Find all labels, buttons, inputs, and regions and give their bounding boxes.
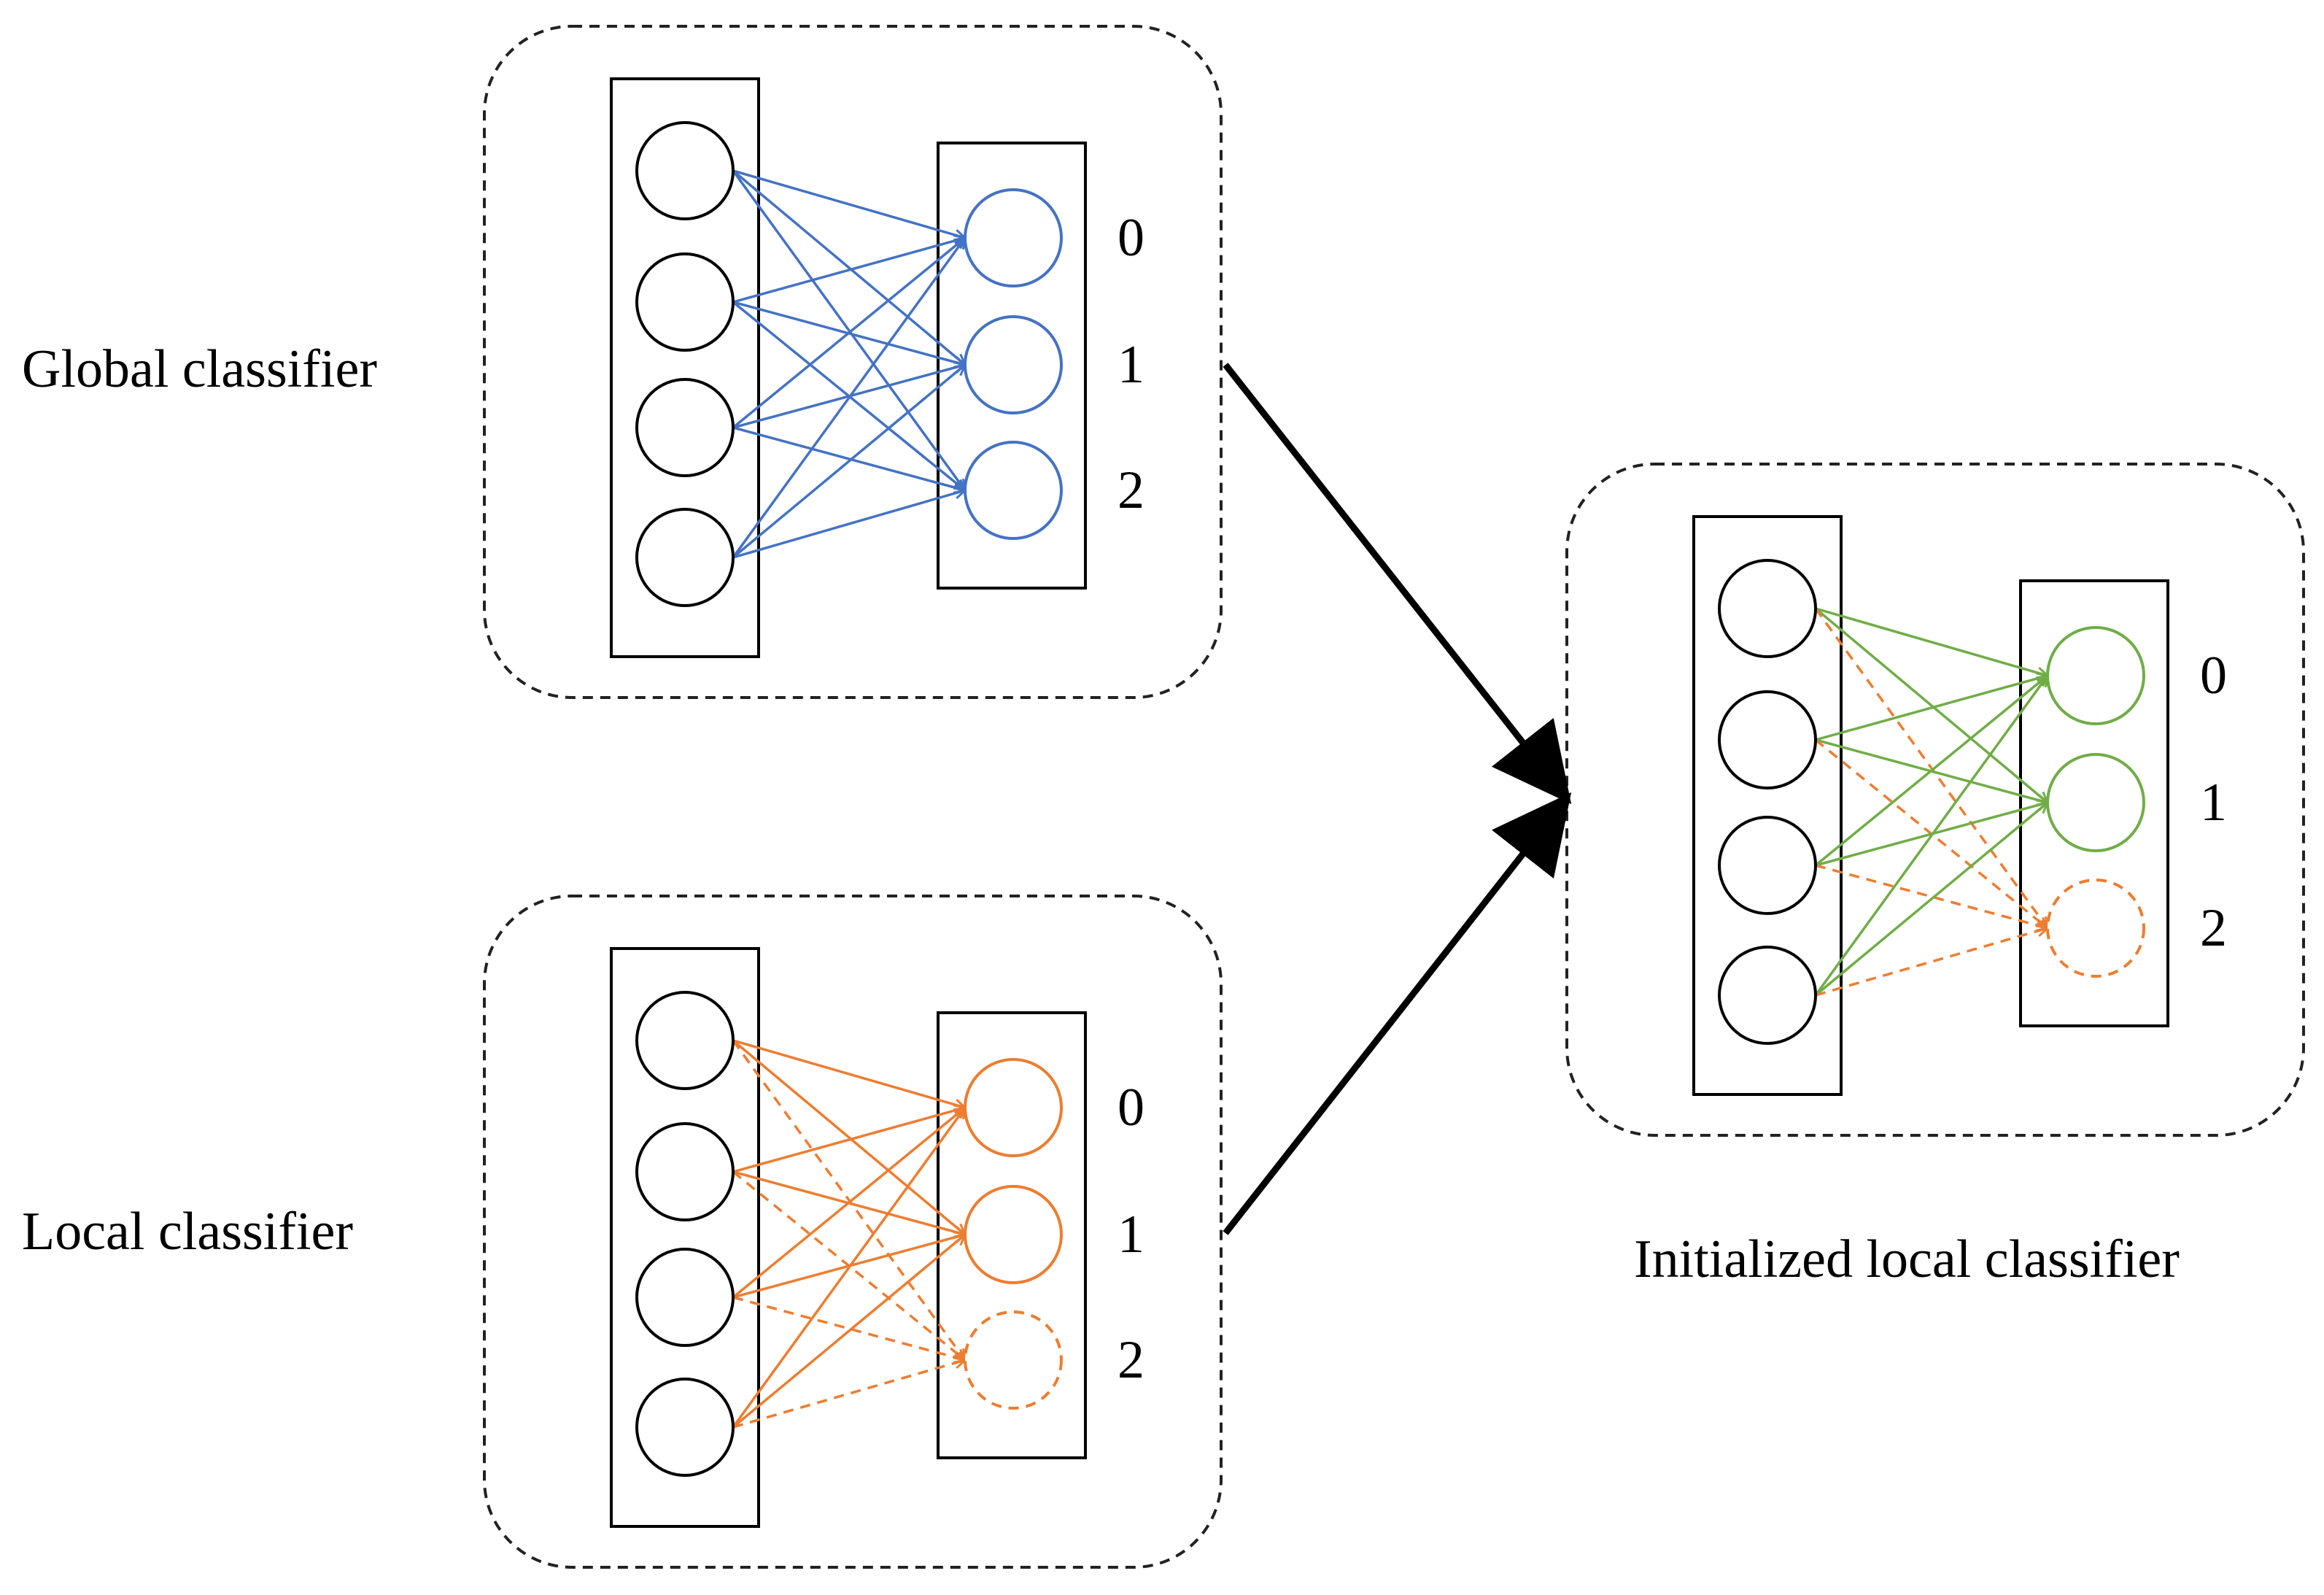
input-node — [635, 378, 735, 477]
connection — [732, 1106, 966, 1173]
connection — [732, 1106, 967, 1429]
output-class-label: 2 — [1118, 1330, 1144, 1390]
input-node — [1718, 690, 1817, 789]
connection — [1814, 607, 2049, 804]
output-class-label: 0 — [2200, 646, 2227, 706]
connection — [1815, 674, 2048, 741]
output-node-missing — [2046, 878, 2145, 978]
output-class-label: 2 — [1118, 460, 1144, 520]
local-classifier-label: Local classifier — [22, 1202, 353, 1262]
dashed-connection — [732, 1039, 967, 1362]
output-node — [964, 315, 1063, 414]
connection — [732, 169, 967, 366]
input-node — [635, 991, 735, 1090]
input-node — [1718, 559, 1817, 658]
connection — [732, 236, 966, 304]
output-class-label: 1 — [2200, 773, 2227, 833]
dashed-connection — [1814, 607, 2049, 930]
local-panel-border — [483, 895, 1223, 1569]
initialized-network: 0 1 2 — [1692, 515, 2227, 1096]
input-layer-box — [610, 77, 760, 658]
connection — [732, 169, 967, 492]
connection — [1814, 674, 2049, 867]
connection — [732, 426, 966, 492]
output-class-label: 0 — [1118, 1078, 1144, 1138]
connection — [1814, 674, 2049, 997]
local-classifier-panel: 0 1 2 Local classifier — [22, 895, 1223, 1569]
initialized-classifier-panel: 0 1 2 Initialized local classifier — [1565, 463, 2305, 1289]
connection — [732, 169, 966, 239]
global-to-initialized-arrow-icon — [1223, 363, 1572, 805]
dashed-connection — [1815, 927, 2048, 997]
connection — [732, 1039, 966, 1109]
global-panel-border — [483, 25, 1223, 699]
output-node — [964, 441, 1063, 540]
output-node — [964, 188, 1063, 287]
input-node — [1718, 946, 1817, 1045]
initialized-classifier-label: Initialized local classifier — [1634, 1229, 2180, 1289]
input-node — [635, 121, 735, 220]
input-node — [635, 1122, 735, 1221]
initialized-panel-border — [1565, 463, 2305, 1137]
input-layer-box — [610, 947, 760, 1528]
connection — [732, 236, 967, 429]
connection — [732, 489, 966, 559]
global-network: 0 1 2 — [610, 77, 1144, 658]
connection — [1814, 801, 2049, 997]
output-layer-box — [937, 142, 1087, 590]
connection — [732, 1039, 967, 1236]
local-network: 0 1 2 — [610, 947, 1144, 1528]
global-classifier-label: Global classifier — [22, 339, 377, 399]
connection — [1815, 607, 2048, 677]
output-layer-box — [937, 1011, 1087, 1459]
input-layer-box — [1692, 515, 1843, 1096]
output-class-label: 2 — [2200, 898, 2227, 958]
dashed-connection — [732, 1296, 966, 1362]
connection — [732, 363, 967, 559]
input-node — [635, 1248, 735, 1347]
output-node — [2046, 626, 2145, 725]
dashed-connection — [732, 1359, 966, 1429]
output-node — [964, 1185, 1063, 1284]
input-node — [635, 252, 735, 352]
output-node — [964, 1058, 1063, 1157]
connection — [732, 1233, 967, 1429]
connection — [732, 1106, 967, 1299]
output-class-label: 1 — [1118, 1205, 1144, 1264]
input-node — [1718, 816, 1817, 915]
input-node — [635, 508, 735, 607]
output-layer-box — [2019, 579, 2169, 1027]
input-node — [635, 1378, 735, 1477]
output-class-label: 0 — [1118, 208, 1144, 268]
connection — [732, 236, 967, 559]
local-to-initialized-arrow-icon — [1223, 792, 1572, 1235]
output-node — [2046, 753, 2145, 852]
output-class-label: 1 — [1118, 335, 1144, 395]
dashed-connection — [1815, 864, 2048, 930]
global-classifier-panel: 0 1 2 Global classifier — [22, 25, 1223, 699]
output-node-missing — [964, 1310, 1063, 1410]
